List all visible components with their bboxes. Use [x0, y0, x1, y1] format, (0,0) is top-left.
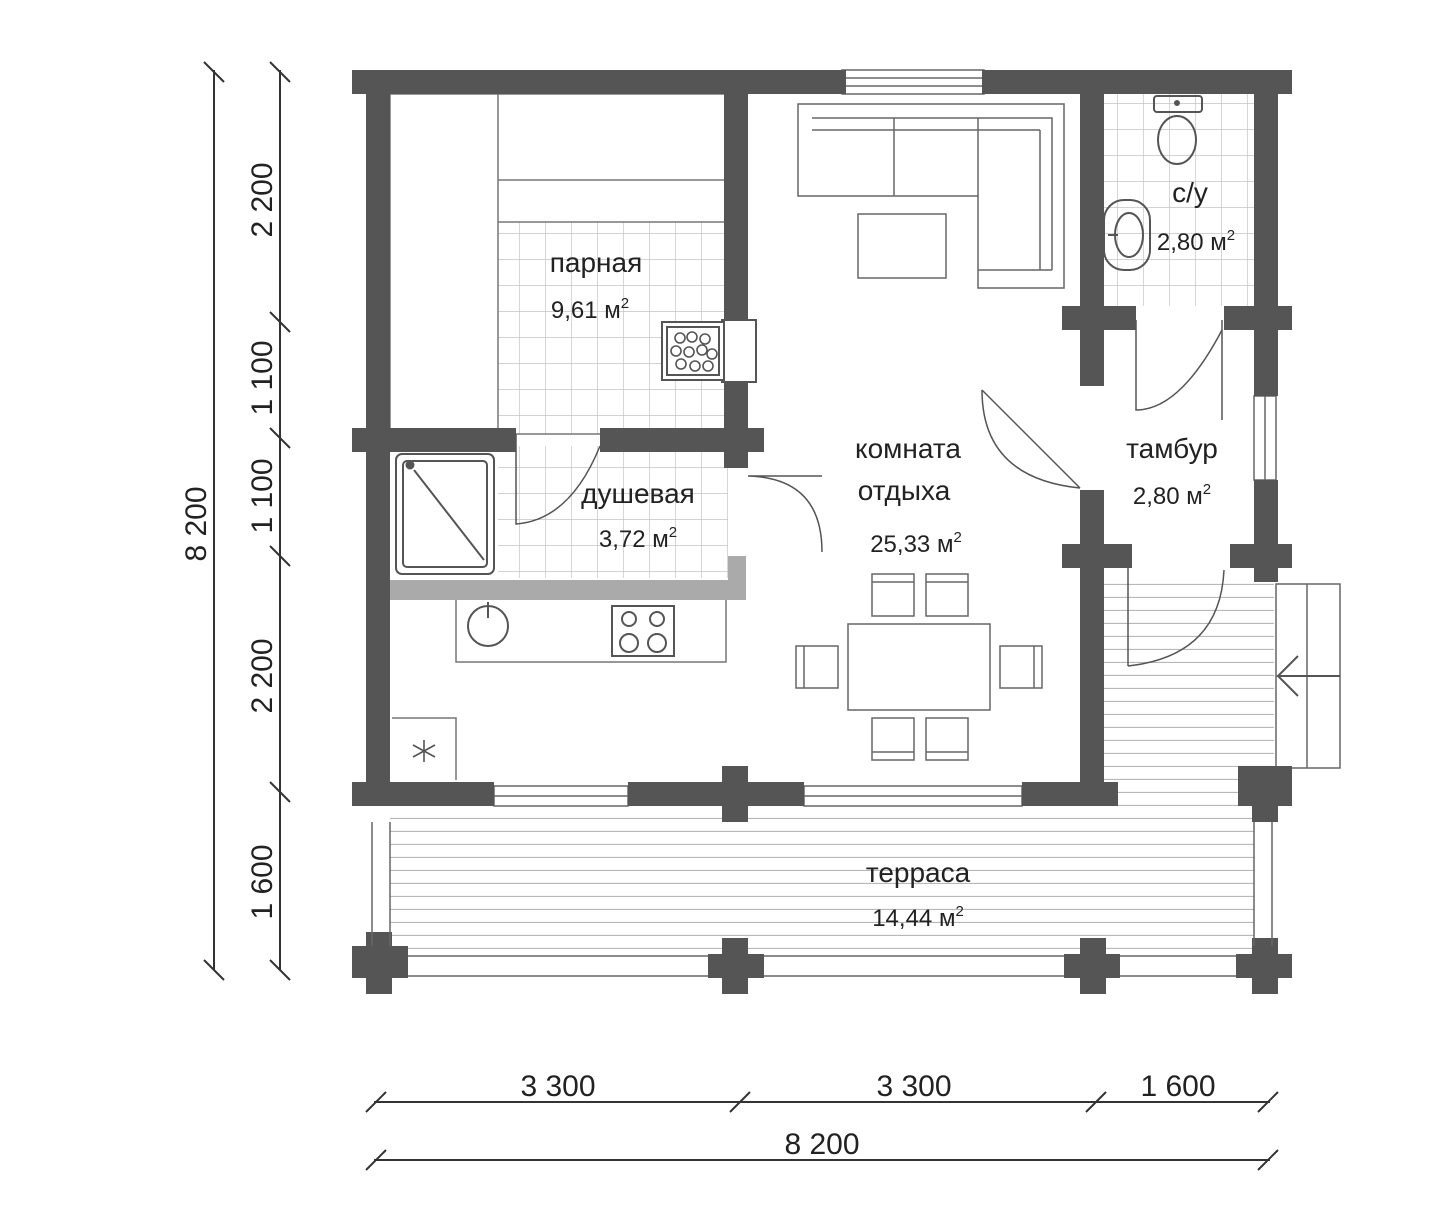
walls — [352, 70, 1292, 994]
dim-vertical-3: 1 100 — [246, 458, 279, 533]
dim-horizontal-1: 3 300 — [520, 1070, 595, 1103]
dim-vertical-4: 2 200 — [246, 638, 279, 713]
dining-table-icon — [847, 623, 991, 711]
entrance-arrow-icon — [1276, 655, 1340, 697]
corner-sofa-icon — [797, 103, 1065, 289]
shower-partition — [390, 580, 746, 600]
room-label-shower: душевая — [581, 478, 695, 509]
area-label-steam: 9,61 м2 — [551, 295, 629, 324]
area-label-wc: 2,80 м2 — [1157, 227, 1235, 256]
shower-tray-icon — [395, 453, 495, 575]
dim-total-vertical: 8 200 — [180, 486, 213, 561]
room-label-vestibule: тамбур — [1126, 433, 1218, 464]
terrace-rails — [371, 822, 1273, 977]
fridge-icon — [412, 740, 436, 762]
door-swing-icon — [515, 320, 1225, 667]
sauna-stove-icon — [661, 319, 757, 383]
terrace-floor — [390, 806, 1254, 952]
partition-corner — [728, 556, 746, 582]
area-label-shower: 3,72 м2 — [599, 524, 677, 553]
room-label-wc: с/у — [1172, 177, 1208, 208]
room-label-terrace: терраса — [866, 857, 971, 888]
dim-horizontal-2: 3 300 — [876, 1070, 951, 1103]
dim-vertical-2: 1 100 — [246, 340, 279, 415]
dim-vertical-1: 2 200 — [246, 162, 279, 237]
toilet-icon — [1153, 95, 1203, 165]
room-label-lounge-line2: отдыха — [858, 475, 951, 506]
cooktop-icon — [611, 605, 675, 657]
sink-icon — [1103, 199, 1151, 271]
dimension-lines — [203, 61, 1279, 1171]
shower-room-floor — [498, 446, 728, 578]
coffee-table-icon — [857, 213, 947, 279]
chair-icon — [795, 573, 1043, 761]
area-label-vestibule: 2,80 м2 — [1133, 481, 1211, 510]
room-label-steam: парная — [550, 247, 643, 278]
dim-vertical-5: 1 600 — [246, 844, 279, 919]
area-label-terrace: 14,44 м2 — [872, 903, 964, 932]
kitchen-counter — [392, 600, 727, 780]
dim-total-horizontal: 8 200 — [784, 1128, 859, 1161]
dim-horizontal-3: 1 600 — [1140, 1070, 1215, 1103]
area-label-lounge: 25,33 м2 — [870, 529, 962, 558]
kitchen-sink-icon — [467, 602, 509, 647]
room-label-lounge-line1: комната — [855, 433, 961, 464]
